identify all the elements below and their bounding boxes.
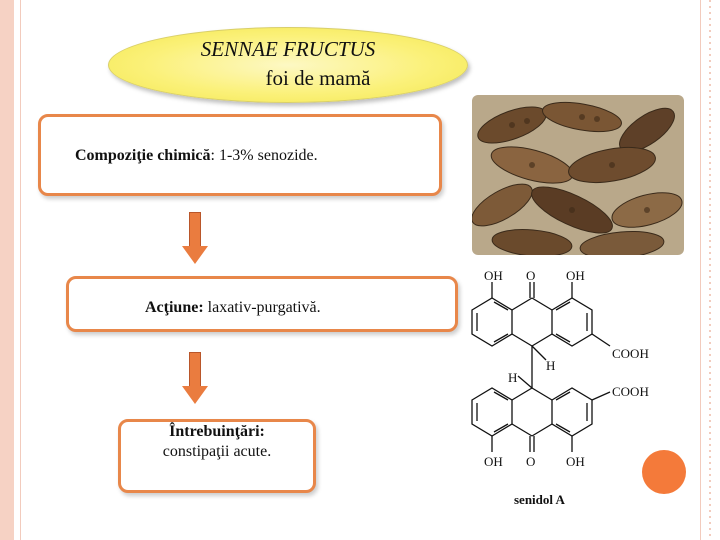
label-oh-top-right: OH — [566, 268, 585, 283]
label-cooh-lower: COOH — [612, 384, 649, 399]
left-decorative-border — [0, 0, 14, 540]
senidol-a-structure: OH O OH H COOH H COOH OH O OH senidol A — [471, 268, 649, 507]
left-rule-line — [20, 0, 21, 540]
label-oh-bottom-right: OH — [566, 454, 585, 469]
action-box: Acţiune: laxativ-purgativă. — [66, 276, 458, 332]
uses-box: Întrebuinţări: constipaţii acute. — [118, 419, 316, 493]
title-common-name: foi de mamă — [265, 66, 371, 90]
uses-value: constipaţii acute. — [162, 443, 272, 460]
label-oh-top-left: OH — [484, 268, 503, 283]
right-rule-line — [700, 0, 701, 540]
composition-label: Compoziţie chimică — [75, 147, 211, 164]
label-cooh-upper: COOH — [612, 346, 649, 361]
label-h-lower: H — [508, 370, 517, 385]
composition-box: Compoziţie chimică: 1-3% senozide. — [38, 114, 442, 196]
title-latin-name: SENNAE FRUCTUS — [200, 37, 376, 61]
senna-pods-photo — [472, 95, 684, 255]
composition-text: Compoziţie chimică: 1-3% senozide. — [75, 147, 318, 165]
action-value: laxativ-purgativă. — [203, 299, 321, 316]
label-oh-bottom-left: OH — [484, 454, 503, 469]
structure-caption: senidol A — [514, 492, 566, 507]
action-text: Acţiune: laxativ-purgativă. — [145, 299, 321, 317]
uses-label: Întrebuinţări: — [169, 423, 265, 440]
title-oval: SENNAE FRUCTUS foi de mamă — [108, 27, 468, 103]
action-label: Acţiune: — [145, 299, 204, 316]
composition-value: : 1-3% senozide. — [210, 147, 318, 164]
decorative-orange-circle — [642, 450, 686, 494]
right-dotted-border — [709, 0, 711, 540]
label-o-top: O — [526, 268, 535, 283]
uses-text: Întrebuinţări: constipaţii acute. — [121, 422, 313, 462]
label-o-bottom: O — [526, 454, 535, 469]
label-h-upper: H — [546, 358, 555, 373]
